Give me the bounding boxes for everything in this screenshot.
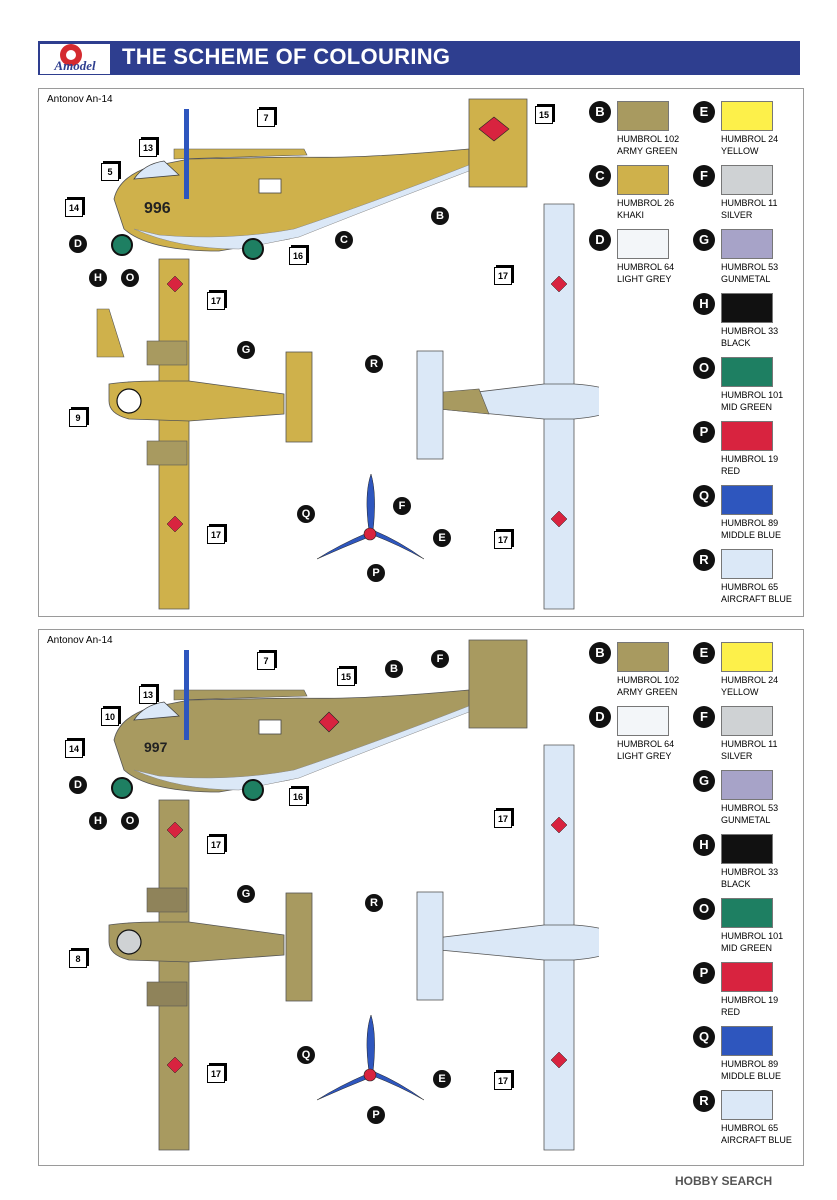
color-chip — [721, 898, 773, 928]
callout-17: 17 — [494, 810, 512, 828]
callout-7: 7 — [257, 109, 275, 127]
color-marker-q: Q — [297, 1046, 315, 1064]
callout-8: 8 — [69, 950, 87, 968]
color-marker-f: F — [393, 497, 411, 515]
bottom-view-aircraft — [416, 203, 599, 610]
panel-title: Antonov An-14 — [47, 94, 113, 105]
panel-title: Antonov An-14 — [47, 635, 113, 646]
callout-10: 10 — [101, 708, 119, 726]
color-chip — [721, 642, 773, 672]
propeller-detail — [316, 473, 425, 560]
callout-17: 17 — [494, 531, 512, 549]
side-view-aircraft: 997 — [111, 639, 528, 801]
color-chip — [721, 101, 773, 131]
callout-16: 16 — [289, 788, 307, 806]
aircraft-drawings: 996 — [96, 98, 599, 610]
color-chip — [617, 101, 669, 131]
color-chip — [721, 485, 773, 515]
color-chip — [721, 421, 773, 451]
color-marker-e: E — [433, 529, 451, 547]
logo-circle-icon — [60, 44, 82, 66]
page-title: THE SCHEME OF COLOURING — [122, 44, 451, 69]
color-chip — [721, 229, 773, 259]
color-chip — [721, 834, 773, 864]
color-chip — [721, 706, 773, 736]
color-chip — [721, 1090, 773, 1120]
scheme-panel-2: Antonov An-14 997 — [38, 629, 804, 1166]
top-view-aircraft — [108, 799, 313, 1151]
color-marker-r: R — [365, 355, 383, 373]
callout-14: 14 — [65, 740, 83, 758]
callout-17: 17 — [494, 267, 512, 285]
color-chip — [617, 706, 669, 736]
logo-text: Amodel — [54, 58, 96, 73]
color-marker-g: G — [237, 885, 255, 903]
color-marker-p: P — [367, 1106, 385, 1124]
color-marker-b: B — [385, 660, 403, 678]
bottom-view-aircraft — [416, 744, 599, 1151]
propeller-detail — [316, 1014, 425, 1101]
callout-14: 14 — [65, 199, 83, 217]
color-marker-h: H — [89, 812, 107, 830]
color-marker-p: P — [367, 564, 385, 582]
side-view-aircraft: 996 — [111, 98, 528, 260]
callout-5: 5 — [101, 163, 119, 181]
color-marker-f: F — [431, 650, 449, 668]
color-marker-o: O — [121, 812, 139, 830]
callout-9: 9 — [69, 409, 87, 427]
color-marker-r: R — [365, 894, 383, 912]
color-chip — [617, 229, 669, 259]
color-chip — [721, 357, 773, 387]
color-marker-o: O — [121, 269, 139, 287]
aircraft-drawings: 997 — [108, 639, 599, 1151]
header-bar — [38, 41, 800, 75]
callout-17: 17 — [207, 526, 225, 544]
color-chip — [721, 1026, 773, 1056]
callout-15: 15 — [535, 106, 553, 124]
color-chip — [721, 770, 773, 800]
watermark: HOBBY SEARCH — [675, 1174, 773, 1188]
scheme-panel-1: Antonov An-14 996 — [38, 88, 804, 617]
callout-17: 17 — [207, 1065, 225, 1083]
side-number: 996 — [144, 200, 171, 217]
top-view-aircraft — [96, 258, 313, 610]
color-marker-c: C — [335, 231, 353, 249]
color-marker-e: E — [433, 1070, 451, 1088]
callout-17: 17 — [494, 1072, 512, 1090]
color-marker-d: D — [69, 776, 87, 794]
color-chip — [617, 165, 669, 195]
color-marker-b: B — [431, 207, 449, 225]
callout-13: 13 — [139, 686, 157, 704]
callout-16: 16 — [289, 247, 307, 265]
callout-17: 17 — [207, 836, 225, 854]
amodel-logo: Amodel — [40, 44, 110, 74]
callout-15: 15 — [337, 668, 355, 686]
callout-7: 7 — [257, 652, 275, 670]
color-marker-h: H — [89, 269, 107, 287]
color-chip — [721, 165, 773, 195]
color-chip — [721, 549, 773, 579]
color-marker-q: Q — [297, 505, 315, 523]
side-number: 997 — [144, 739, 168, 755]
color-marker-g: G — [237, 341, 255, 359]
color-marker-d: D — [69, 235, 87, 253]
callout-13: 13 — [139, 139, 157, 157]
color-chip — [617, 642, 669, 672]
color-chip — [721, 962, 773, 992]
color-chip — [721, 293, 773, 323]
callout-17: 17 — [207, 292, 225, 310]
